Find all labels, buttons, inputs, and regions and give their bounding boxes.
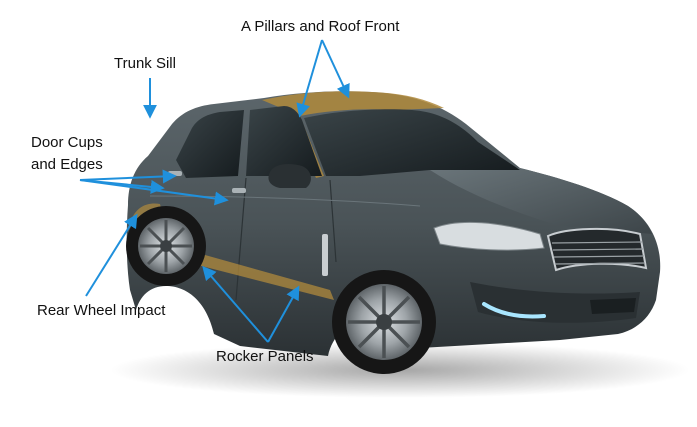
side-vent: [322, 234, 328, 276]
body-crease: [149, 195, 421, 207]
arrow-rocker-rear: [202, 265, 269, 343]
label-door-cups-line2: and Edges: [31, 156, 103, 173]
side-window-front: [246, 106, 322, 176]
door-seam: [329, 179, 337, 263]
arrow-rocker-front: [267, 285, 300, 343]
arrow-roof-front: [321, 39, 350, 99]
windshield: [304, 109, 520, 176]
label-trunk-sill: Trunk Sill: [114, 55, 176, 72]
grille-bars: [551, 241, 646, 265]
side-window-rear: [176, 110, 244, 178]
headlight: [433, 221, 545, 251]
door-handle-front: [232, 188, 246, 193]
door-seam: [235, 177, 247, 301]
led-strip: [482, 302, 546, 319]
car-hood: [430, 168, 652, 234]
label-rear-wheel: Rear Wheel Impact: [37, 302, 166, 319]
side-mirror: [268, 164, 311, 188]
arrow-a-pillar: [296, 39, 323, 118]
arrow-door-cup-front: [79, 179, 229, 206]
fog-vent: [590, 298, 636, 314]
label-rocker-panels: Rocker Panels: [216, 348, 314, 365]
label-a-pillars: A Pillars and Roof Front: [241, 18, 400, 35]
arrows: [79, 39, 350, 343]
label-door-cups-line1: Door Cups: [31, 134, 103, 151]
rear-hub: [160, 240, 172, 252]
arrow-rear-wheel: [85, 213, 138, 297]
arrow-door-cup-rear: [79, 169, 177, 184]
label-door-cups: Door Cups and Edges: [31, 132, 103, 176]
front-hub: [376, 314, 392, 330]
